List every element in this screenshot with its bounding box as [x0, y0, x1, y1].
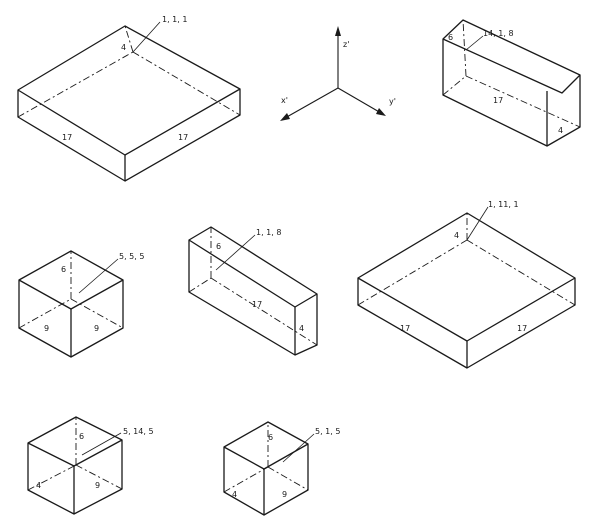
box-c-label: 6: [61, 265, 66, 274]
box-f-label: 9: [95, 481, 100, 490]
box-f-callout: 5, 14, 5: [123, 427, 154, 436]
box-a-hidden-edge: [132, 51, 241, 116]
z-axis-arrowhead: [335, 26, 341, 36]
box-d-label: 4: [299, 324, 304, 333]
box-d-label: 17: [252, 300, 262, 309]
box-g-hidden-edge: [223, 466, 269, 493]
box-b-leader-line: [465, 35, 484, 51]
box-g-label: 9: [282, 490, 287, 499]
box-b-hidden-edge: [465, 75, 581, 128]
box-d-hidden-edge: [188, 277, 212, 293]
box-a-hidden-edge: [124, 25, 134, 53]
box-b: 14, 1, 8 6 17 4: [442, 19, 581, 147]
box-e-outline: [357, 212, 576, 369]
box-b-hidden-edge: [462, 19, 467, 77]
box-g-hidden-edge: [267, 466, 309, 491]
box-b-hidden-edge: [442, 75, 467, 96]
y-axis-label: y': [389, 97, 396, 106]
box-e-leader-line: [466, 206, 489, 241]
box-c-label: 9: [44, 324, 49, 333]
box-a-hidden-edge: [17, 51, 134, 118]
box-e-label: 17: [400, 324, 410, 333]
box-d-callout: 1, 1, 8: [256, 228, 281, 237]
axis-triad: z' x' y': [280, 26, 396, 121]
box-a-callout: 1, 1, 1: [162, 15, 187, 24]
box-f-label: 6: [79, 432, 84, 441]
box-c-label: 9: [94, 324, 99, 333]
box-a-label: 17: [62, 133, 72, 142]
box-e-label: 4: [454, 231, 459, 240]
box-g-label: 6: [268, 433, 273, 442]
box-f-hidden-edge: [75, 464, 123, 490]
box-a-label: 17: [178, 133, 188, 142]
box-f-leader-line: [81, 432, 122, 456]
box-c: 5, 5, 5 6 9 9: [18, 250, 144, 358]
box-b-label: 17: [493, 96, 503, 105]
box-c-hidden-edge: [18, 298, 72, 329]
x-axis-label: x': [281, 96, 288, 105]
box-b-outline: [442, 19, 581, 147]
box-g-label: 4: [232, 490, 237, 499]
box-g-leader-line: [282, 433, 315, 463]
box-a-leader-line: [132, 21, 161, 53]
x-axis-arrowhead: [280, 113, 290, 121]
box-d-outline: [188, 226, 318, 356]
box-a-outline: [17, 25, 241, 182]
y-axis-arrowhead: [376, 108, 386, 116]
z-axis-label: z': [343, 40, 349, 49]
box-e-callout: 1, 11, 1: [488, 200, 519, 209]
box-e-hidden-edge: [466, 239, 576, 306]
box-f-hidden-edge: [27, 464, 77, 491]
y-axis-line: [337, 87, 382, 114]
box-f-outline: [27, 416, 123, 515]
box-e-hidden-edge: [357, 239, 468, 306]
box-g-callout: 5, 1, 5: [315, 427, 340, 436]
box-a: 1, 1, 1 4 17 17: [17, 15, 241, 182]
box-a-label: 4: [121, 43, 126, 52]
box-f-label: 4: [36, 481, 41, 490]
box-f: 5, 14, 5 6 4 9: [27, 416, 154, 515]
box-d-leader-line: [215, 234, 256, 271]
box-c-hidden-edge: [70, 298, 124, 329]
box-c-outline: [18, 250, 124, 358]
box-g: 5, 1, 5 6 4 9: [223, 421, 340, 516]
box-d-label: 6: [216, 242, 221, 251]
box-c-callout: 5, 5, 5: [119, 252, 144, 261]
x-axis-line: [284, 87, 339, 119]
box-d: 1, 1, 8 6 17 4: [188, 226, 318, 356]
box-b-label: 6: [448, 33, 453, 42]
box-d-hidden-edge: [210, 277, 318, 346]
box-e: 1, 11, 1 4 17 17: [357, 200, 576, 369]
box-b-callout: 14, 1, 8: [483, 29, 514, 38]
box-c-leader-line: [78, 258, 119, 294]
box-g-outline: [223, 421, 309, 516]
box-e-label: 17: [517, 324, 527, 333]
box-b-label: 4: [558, 126, 563, 135]
